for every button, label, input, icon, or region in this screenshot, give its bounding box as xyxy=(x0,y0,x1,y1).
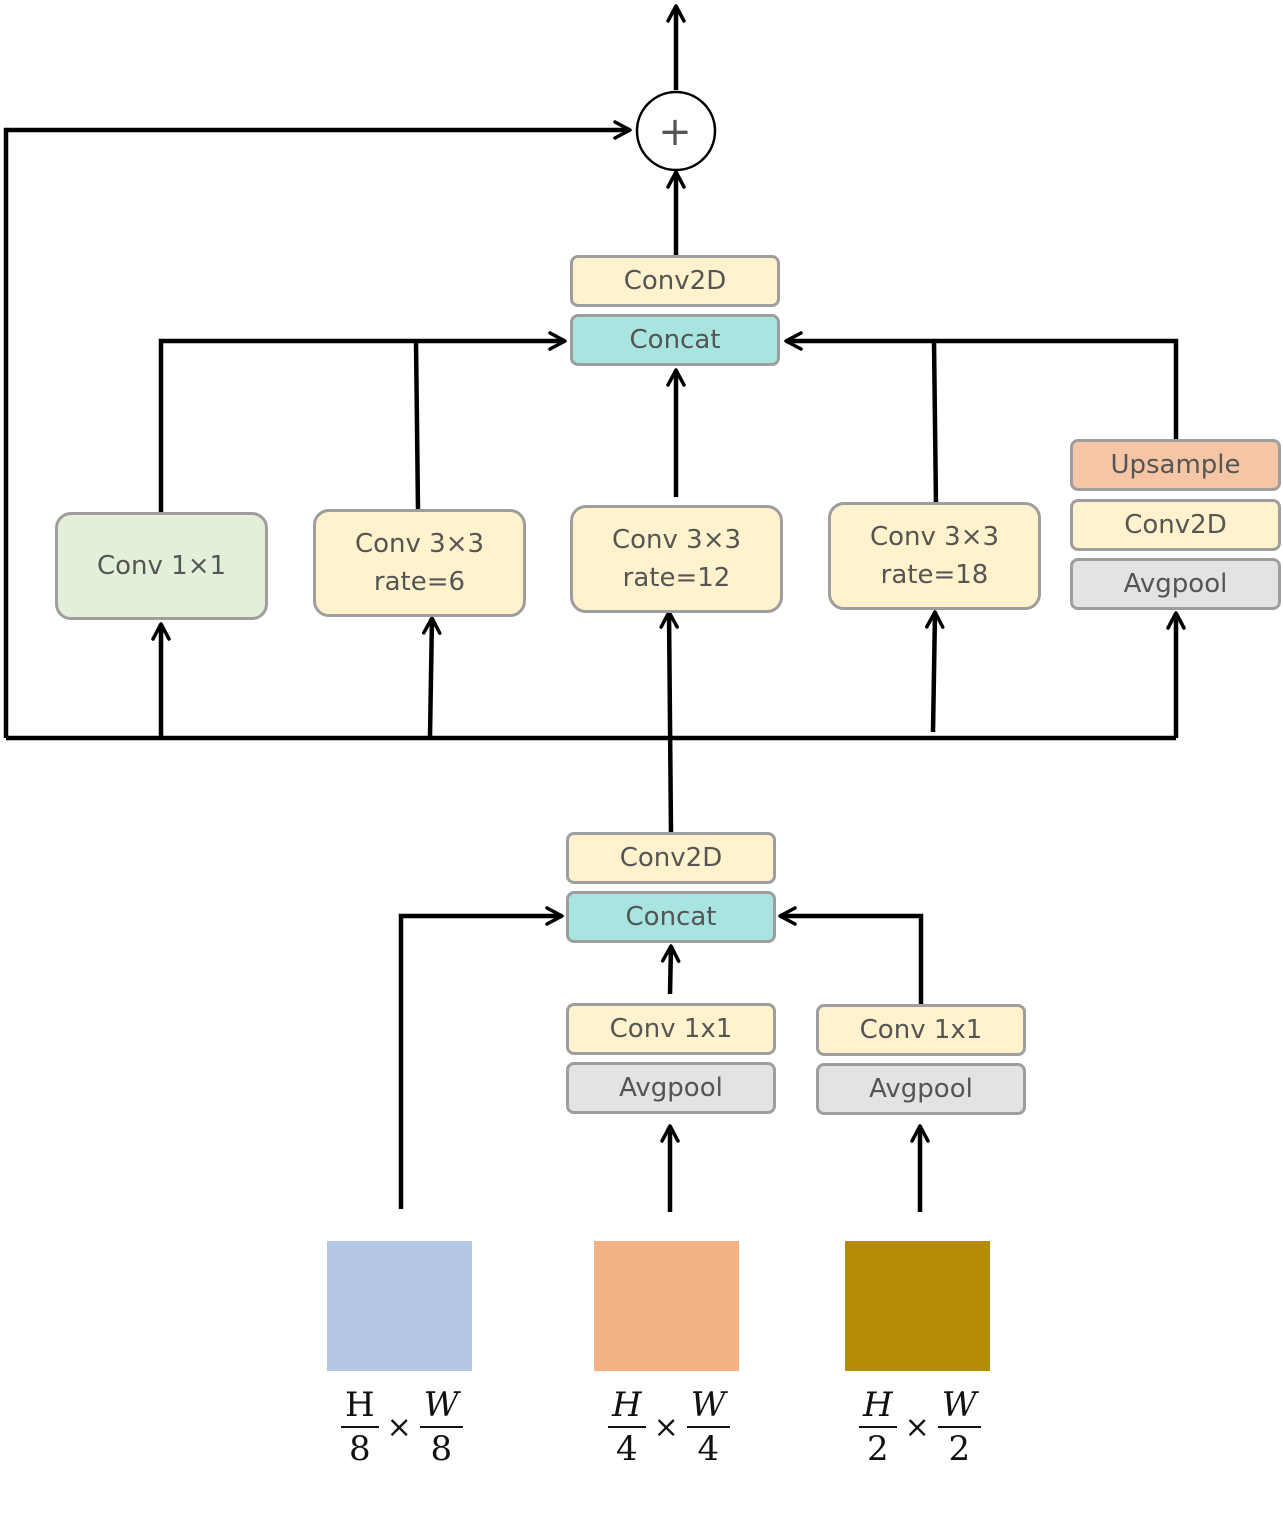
input-feature-h8 xyxy=(327,1241,472,1371)
skip-connection xyxy=(3,120,632,738)
fusion-path2-conv-box: Conv 1x1 xyxy=(816,1004,1026,1056)
branch-conv1x1-box: Conv 1×1 xyxy=(55,512,268,620)
height-numerator: H xyxy=(608,1386,646,1428)
height-fraction: H 4 xyxy=(608,1386,646,1468)
aspp-concat-label: Concat xyxy=(629,325,721,355)
pool-branch-avgpool-box: Avgpool xyxy=(1070,558,1281,610)
input-size-label-h4: H 4 × W 4 xyxy=(608,1386,730,1468)
branch-rate6-box: Conv 3×3 rate=6 xyxy=(313,509,526,617)
input-feature-h4 xyxy=(594,1241,739,1371)
input-size-label-h8: H 8 × W 8 xyxy=(341,1386,463,1468)
input-feature-h2 xyxy=(845,1241,990,1371)
times-symbol: × xyxy=(904,1409,930,1445)
width-fraction: W 2 xyxy=(937,1386,981,1469)
upsample-label: Upsample xyxy=(1110,450,1241,480)
width-denominator: 8 xyxy=(430,1429,453,1469)
branch-rate18-box: Conv 3×3 rate=18 xyxy=(828,502,1041,610)
fusion-conv2d-label: Conv2D xyxy=(619,843,723,873)
width-denominator: 4 xyxy=(697,1429,720,1469)
fusion-path1-conv-box: Conv 1x1 xyxy=(566,1003,776,1055)
height-denominator: 2 xyxy=(867,1429,889,1469)
path1-to-concat xyxy=(660,944,681,995)
rate6-to-line xyxy=(413,340,421,511)
input1-to-concat xyxy=(398,906,564,1209)
input-size-label-h2: H 2 × W 2 xyxy=(859,1386,981,1468)
branch-rate12-box: Conv 3×3 rate=12 xyxy=(570,505,783,613)
branch-rate6-label: Conv 3×3 xyxy=(354,529,485,559)
fusion-path2-avgpool-box: Avgpool xyxy=(816,1063,1026,1115)
branch-conv1x1-label: Conv 1×1 xyxy=(96,551,227,581)
aspp-conv2d-label: Conv2D xyxy=(623,266,727,296)
branch-rate18-rate: rate=18 xyxy=(880,560,989,590)
fusion-concat-label: Concat xyxy=(625,902,717,932)
width-denominator: 2 xyxy=(948,1429,971,1469)
path2-to-concat xyxy=(778,906,924,1004)
times-symbol: × xyxy=(653,1409,679,1445)
fusion-path2-conv-label: Conv 1x1 xyxy=(859,1015,983,1045)
fusion-path2-avgpool-label: Avgpool xyxy=(869,1074,973,1104)
aspp-concat-box: Concat xyxy=(570,314,780,366)
bus-to-rate6 xyxy=(421,616,442,737)
width-fraction: W 8 xyxy=(419,1386,463,1469)
height-numerator: H xyxy=(341,1386,379,1428)
sum-symbol: + xyxy=(658,109,692,155)
height-fraction: H 2 xyxy=(859,1386,897,1468)
fusion-concat-box: Concat xyxy=(566,891,776,943)
branch-rate18-label: Conv 3×3 xyxy=(869,522,1000,552)
bus-to-rate18 xyxy=(925,610,945,733)
fusion-to-rate12 xyxy=(659,610,679,834)
width-fraction: W 4 xyxy=(686,1386,730,1469)
fusion-conv2d-box: Conv2D xyxy=(566,832,776,884)
width-numerator: W xyxy=(686,1386,730,1428)
fusion-path1-avgpool-box: Avgpool xyxy=(566,1062,776,1114)
times-symbol: × xyxy=(386,1409,412,1445)
branch-rate12-rate: rate=12 xyxy=(622,563,731,593)
height-denominator: 8 xyxy=(349,1429,371,1469)
rate18-to-line xyxy=(931,340,939,507)
pool-branch-avgpool-label: Avgpool xyxy=(1123,569,1228,599)
height-denominator: 4 xyxy=(616,1429,638,1469)
pool-branch-conv2d-label: Conv2D xyxy=(1124,510,1227,540)
fusion-path1-conv-label: Conv 1x1 xyxy=(609,1014,733,1044)
left-branches-to-concat xyxy=(158,331,567,514)
aspp-conv2d-box: Conv2D xyxy=(570,255,780,307)
right-branches-to-concat xyxy=(784,331,1179,440)
branch-rate12-label: Conv 3×3 xyxy=(611,525,742,555)
sum-node xyxy=(635,90,717,172)
branch-rate6-rate: rate=6 xyxy=(373,567,466,597)
upsample-box: Upsample xyxy=(1070,439,1281,491)
pool-branch-conv2d-box: Conv2D xyxy=(1070,499,1281,551)
height-numerator: H xyxy=(859,1386,897,1428)
width-numerator: W xyxy=(937,1386,981,1428)
width-numerator: W xyxy=(419,1386,463,1428)
fusion-path1-avgpool-label: Avgpool xyxy=(619,1073,723,1103)
height-fraction: H 8 xyxy=(341,1386,379,1468)
